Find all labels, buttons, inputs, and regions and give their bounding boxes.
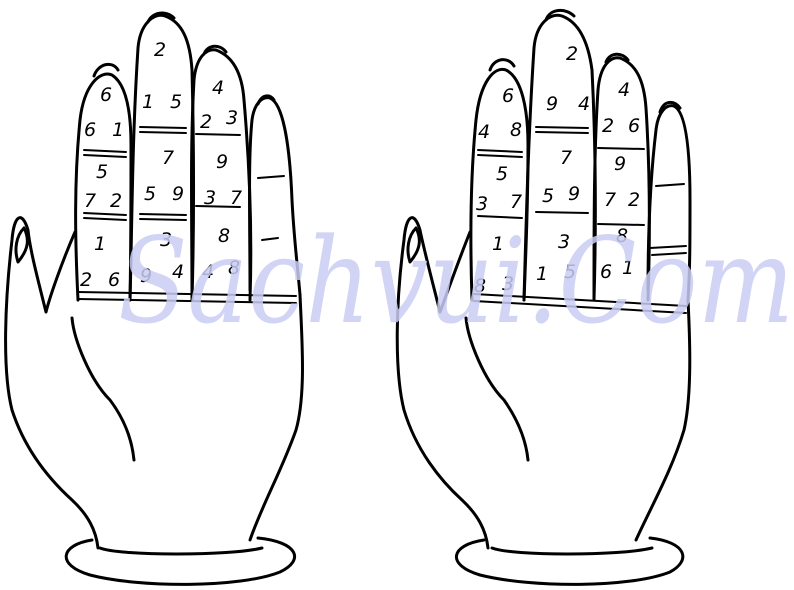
left-hand-index-digit: 7	[84, 190, 96, 212]
left-little-crease	[258, 176, 284, 178]
right-hand-index-digit: 6	[502, 85, 514, 107]
right-hand-middle-digit: 9	[546, 93, 558, 115]
right-hand-thumb-tip-digit: 2	[566, 43, 578, 65]
left-hand-index-digit: 6	[84, 119, 96, 141]
right-hand-index-digit: 8	[510, 119, 522, 141]
left-hand-index-digit: 2	[110, 190, 122, 212]
right-hand-middle-digit: 7	[560, 147, 572, 169]
left-hand-ring-digit: 9	[216, 151, 228, 173]
right-hand-middle-digit: 4	[578, 93, 590, 115]
watermark-text: Sachvui.Com	[118, 212, 794, 350]
right-hand-ring-digit: 4	[618, 79, 630, 101]
left-hand-ring-digit: 3	[204, 187, 216, 209]
left-bracelet	[66, 538, 294, 584]
left-hand-middle-digit: 5	[170, 91, 182, 113]
right-hand-middle-digit: 9	[568, 183, 580, 205]
right-little-crease	[656, 184, 684, 186]
left-hand-middle-digit: 1	[142, 91, 154, 113]
left-hand-index-digit: 1	[94, 233, 106, 255]
left-hand-index-digit: 1	[112, 119, 124, 141]
left-hand-middle-digit: 7	[162, 147, 174, 169]
left-hand-middle-digit: 5	[144, 183, 156, 205]
left-hand-middle-digit: 9	[172, 183, 184, 205]
right-hand-index-digit: 5	[496, 163, 508, 185]
right-hand-ring-digit: 7	[604, 189, 616, 211]
right-hand-middle-digit: 5	[542, 185, 554, 207]
left-hand-ring-digit: 4	[212, 77, 224, 99]
left-hand-index-digit: 6	[100, 84, 112, 106]
left-hand-thumb-tip-digit: 2	[154, 39, 166, 61]
right-hand-index-digit: 7	[510, 191, 522, 213]
right-hand-index-digit: 4	[478, 121, 490, 143]
left-hand-ring-digit: 7	[230, 187, 242, 209]
left-hand-index-digit: 5	[96, 161, 108, 183]
right-hand-ring-digit: 2	[628, 189, 640, 211]
right-bracelet	[456, 538, 682, 584]
left-hand-ring-digit: 3	[226, 107, 238, 129]
left-hand-ring-digit: 2	[200, 111, 212, 133]
left-hand-index-digit: 2	[80, 269, 92, 291]
right-hand-ring-digit: 2	[602, 115, 614, 137]
left-thumb-nail	[16, 228, 27, 262]
right-hand-ring-digit: 6	[628, 115, 640, 137]
right-hand-ring-digit: 9	[614, 153, 626, 175]
